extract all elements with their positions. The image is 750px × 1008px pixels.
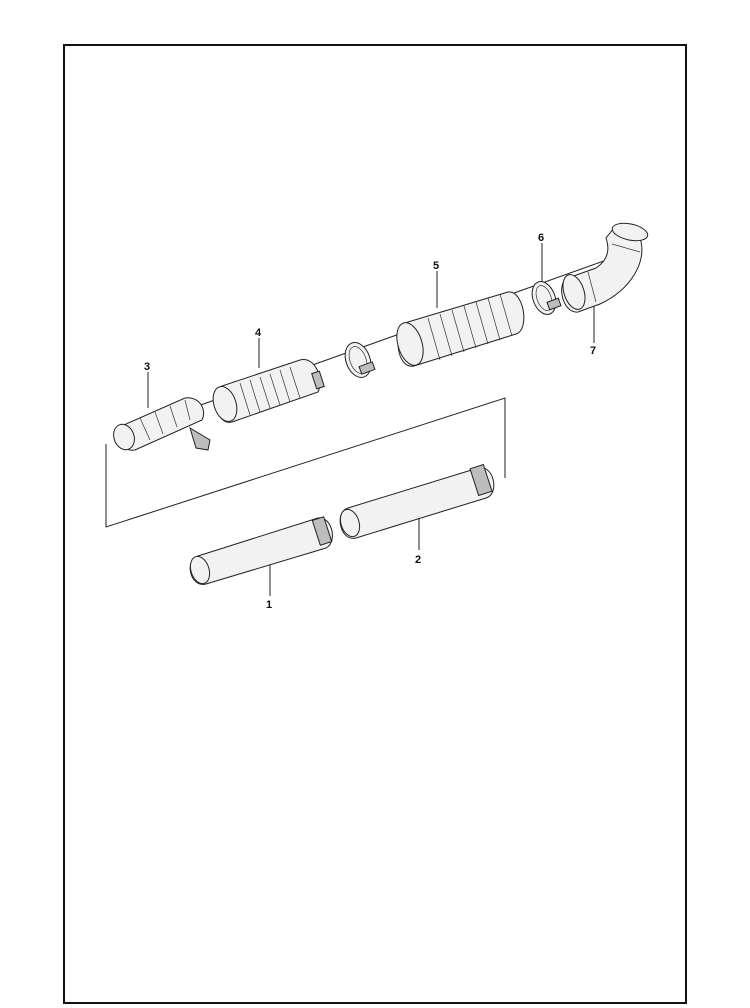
part-4-ribbed-tube [212, 359, 325, 423]
part-7-elbow [561, 222, 649, 313]
callout-1: 1 [266, 599, 272, 611]
callout-5: 5 [433, 260, 439, 272]
hose-clamp-a [344, 342, 376, 378]
part-6-clamp [531, 281, 562, 315]
part-2-tube [339, 463, 495, 539]
callout-3: 3 [144, 361, 150, 373]
callout-4: 4 [255, 327, 262, 339]
callout-7: 7 [590, 345, 596, 357]
part-1-tube [189, 516, 333, 585]
callout-2: 2 [415, 554, 421, 566]
callout-6: 6 [538, 232, 544, 244]
tube-group-bracket [105, 397, 506, 528]
assembly-axis-line [124, 247, 641, 433]
part-5-bellows [396, 291, 525, 367]
part-3-grate [113, 397, 211, 451]
